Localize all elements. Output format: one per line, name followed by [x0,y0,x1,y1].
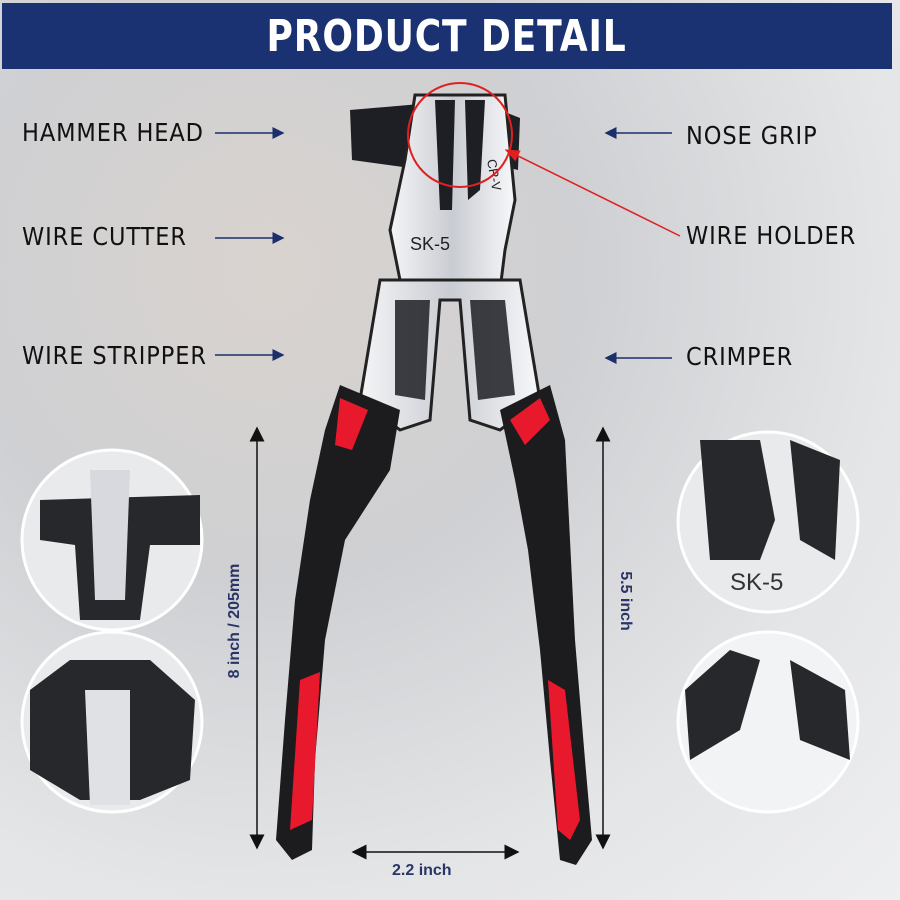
detail-circle-crimper [676,630,860,814]
length-dimension-label: 8 inch / 205mm [226,563,243,679]
marking-sk5: SK-5 [410,234,450,254]
detail-circle-stripper [20,630,204,814]
label-wire-cutter: WIRE CUTTER [22,222,187,251]
product-detail-banner: PRODUCT DETAIL [2,3,892,69]
label-wire-stripper: WIRE STRIPPER [22,341,207,370]
label-hammer-head: HAMMER HEAD [22,118,204,147]
detail-circle-hammer-jaw [20,448,204,632]
label-wire-holder: WIRE HOLDER [686,221,857,250]
svg-text:SK-5: SK-5 [730,569,783,596]
right-handle [500,385,592,865]
wire-holder-pointer [504,149,681,237]
spread-dimension-label: 2.2 inch [392,862,452,879]
detail-circle-head-markings: SK-5 [676,430,860,614]
nose-grip-highlight [407,82,513,188]
banner-title: PRODUCT DETAIL [266,10,628,62]
label-crimper: CRIMPER [686,342,794,371]
label-nose-grip: NOSE GRIP [686,121,818,150]
handle-length-dimension-label: 5.5 inch [617,571,634,631]
